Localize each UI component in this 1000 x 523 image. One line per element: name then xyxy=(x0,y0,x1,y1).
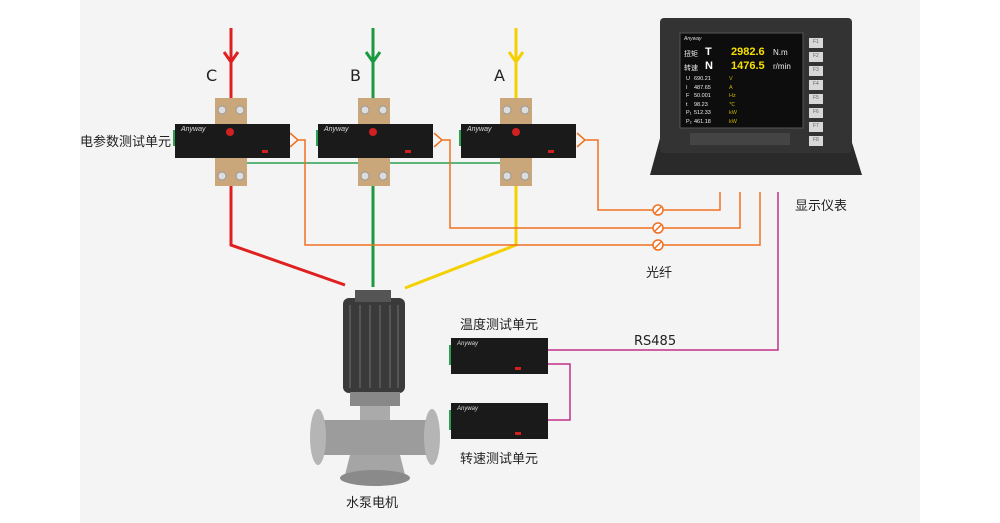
pump-motor xyxy=(310,290,440,486)
phase-c-label: C xyxy=(206,66,218,85)
screen-row-val: 98.23 xyxy=(694,101,708,108)
phase-c-line xyxy=(222,28,346,287)
screen-row-sym: P₂ xyxy=(686,118,692,125)
speed-symbol: N xyxy=(705,60,713,72)
rs485-line xyxy=(548,192,779,421)
screen-row-val: 50.001 xyxy=(694,93,711,99)
power-unit-label: 电参数测试单元 xyxy=(80,135,172,150)
screen-row-unit: ℃ xyxy=(729,101,736,108)
fiber-label: 光纤 xyxy=(646,266,673,281)
function-key-f8[interactable]: F8 xyxy=(813,137,819,143)
temp-speed-units xyxy=(449,338,548,439)
screen-row-sym: I xyxy=(686,84,688,91)
brand-logo: Anyway xyxy=(467,126,492,133)
power-test-modules xyxy=(173,98,576,186)
screen-row-unit: Hz xyxy=(729,93,736,99)
display-instrument xyxy=(650,18,862,175)
screen-row-unit: kW xyxy=(729,110,737,116)
brand-logo: Anyway xyxy=(181,126,206,133)
function-key-f4[interactable]: F4 xyxy=(813,81,819,87)
function-key-f1[interactable]: F1 xyxy=(813,39,819,45)
screen-row-val: 512.33 xyxy=(694,110,711,116)
screen-row-unit: A xyxy=(729,84,733,91)
temp-unit-label: 温度测试单元 xyxy=(460,318,539,333)
fiber-connector-icons xyxy=(652,204,664,251)
screen-brand: Anyway xyxy=(684,36,702,42)
phase-b-label: B xyxy=(350,66,361,85)
phase-b-line xyxy=(364,28,382,287)
function-key-f6[interactable]: F6 xyxy=(813,109,819,115)
speed-unit-label: 转速测试单元 xyxy=(460,452,539,467)
phase-a-label: A xyxy=(494,66,505,85)
torque-unit: N.m xyxy=(773,48,788,57)
screen-row-unit: V xyxy=(729,76,733,82)
display-label: 显示仪表 xyxy=(795,199,848,214)
torque-symbol: T xyxy=(705,46,712,58)
screen-row-val: 487.65 xyxy=(694,84,711,91)
screen-row-unit: kW xyxy=(729,118,737,125)
screen-row-sym: t xyxy=(686,101,688,108)
screen-row-sym: F xyxy=(686,93,690,99)
speed-name: 转速 xyxy=(684,65,698,72)
brand-logo: Anyway xyxy=(457,406,479,412)
rs485-label: RS485 xyxy=(634,334,677,349)
function-key-f5[interactable]: F5 xyxy=(813,95,819,101)
screen-row-val: 461.18 xyxy=(694,118,711,125)
function-key-f3[interactable]: F3 xyxy=(813,67,819,73)
fiber-lines xyxy=(289,132,761,246)
screen-row-sym: U xyxy=(686,76,690,82)
brand-logo: Anyway xyxy=(324,126,349,133)
torque-name: 扭矩 xyxy=(684,51,698,58)
torque-value: 2982.6 xyxy=(731,46,765,58)
function-key-f7[interactable]: F7 xyxy=(813,123,819,129)
function-key-f2[interactable]: F2 xyxy=(813,53,819,59)
pump-label: 水泵电机 xyxy=(346,496,399,511)
speed-value: 1476.5 xyxy=(731,60,765,72)
speed-unit: r/min xyxy=(773,62,791,71)
screen-row-sym: P₁ xyxy=(686,110,692,116)
screen-row-val: 690.21 xyxy=(694,76,711,82)
brand-logo: Anyway xyxy=(457,341,479,347)
